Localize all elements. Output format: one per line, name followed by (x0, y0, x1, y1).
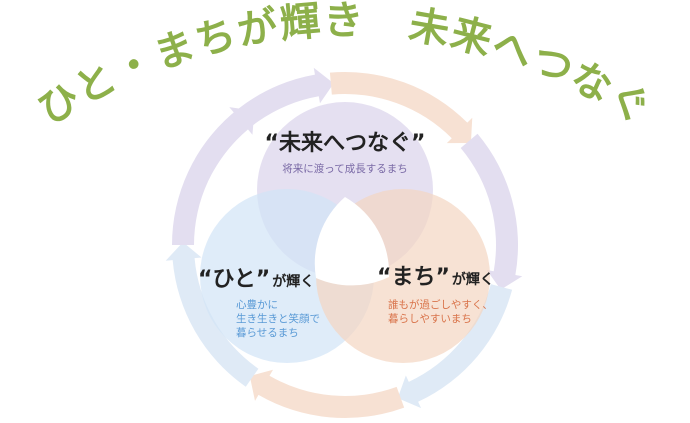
people-desc-2: 生き生きと笑顔で (236, 312, 320, 325)
town-suffix: が輝く (452, 271, 494, 288)
ring-arrow-segment (460, 133, 523, 290)
future-heading: “未来へつなぐ” (265, 131, 426, 156)
ring-arrow-segment (249, 369, 405, 419)
people-desc-1: 心豊かに (236, 298, 278, 311)
people-heading: “ひと” (198, 267, 270, 292)
ring-arrow-segment (397, 284, 513, 409)
people-suffix: が輝く (272, 273, 314, 290)
town-desc-1: 誰もが過ごしやすく、 (388, 298, 493, 311)
center-gap (314, 197, 390, 286)
town-heading: “まち” (377, 265, 450, 290)
ring-arrow-segment (329, 71, 473, 144)
future-desc: 将来に渡って成長するまち (282, 162, 407, 175)
town-desc-2: 暮らしやすいまち (388, 312, 472, 325)
town-heading-line: “まち”が輝く (377, 265, 494, 290)
people-heading-line: “ひと”が輝く (198, 267, 314, 292)
ring-arrow-segment (172, 107, 255, 245)
people-desc-3: 暮らせるまち (236, 326, 299, 339)
cycle-ring (165, 67, 523, 419)
ring-arrow-segment (165, 242, 259, 387)
